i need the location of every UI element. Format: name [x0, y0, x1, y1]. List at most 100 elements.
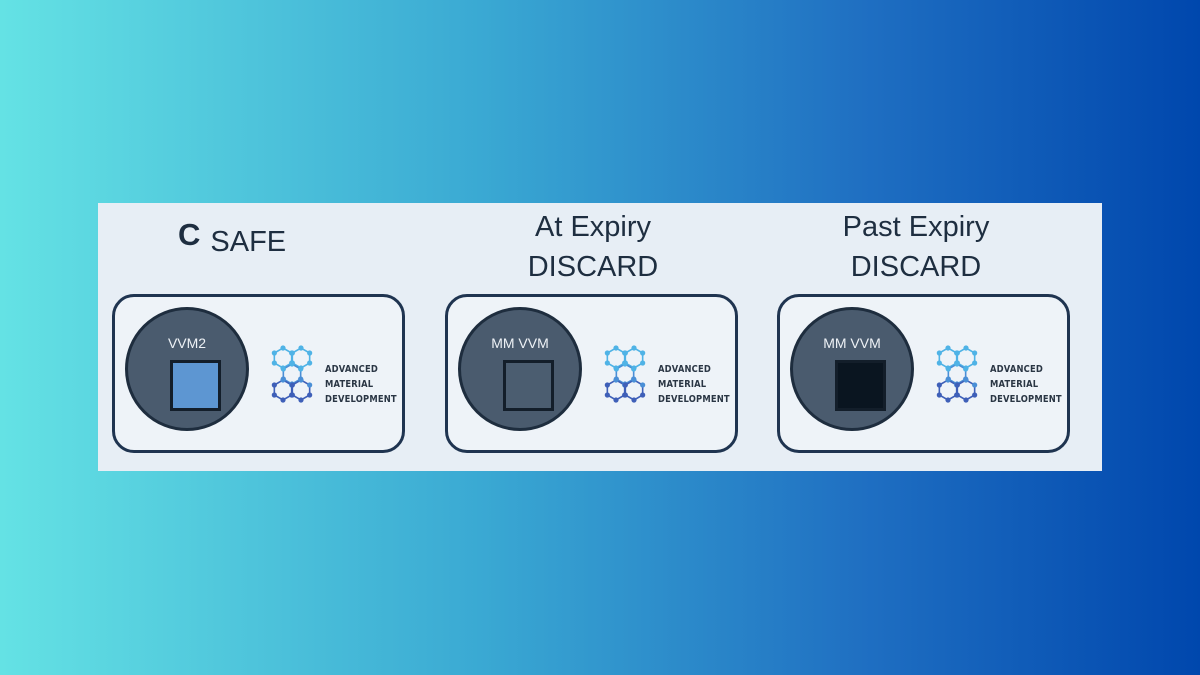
logo-node [298, 377, 304, 383]
logo-node [936, 360, 942, 366]
brand-text: ADVANCED MATERIAL DEVELOPMENT [990, 362, 1062, 407]
at-expiry-label: At Expiry [534, 211, 652, 243]
logo-node [954, 361, 960, 367]
logo-node [613, 345, 619, 351]
logo-hexagon [606, 379, 626, 401]
brand-line-3: DEVELOPMENT [325, 394, 397, 405]
vvm-card-safe: VVM2 ADVANCED MATERIAL DEVELOPMENT [112, 294, 405, 453]
logo-node [954, 392, 960, 398]
vvm-inner-square [503, 360, 554, 411]
logo-node [307, 360, 313, 366]
safe-label: SAFE [210, 226, 287, 258]
brand-line-2: MATERIAL [325, 379, 374, 390]
logo-node [963, 377, 969, 383]
molecule-logo-icon [604, 345, 646, 403]
logo-hexagon [291, 379, 311, 401]
logo-node [613, 397, 619, 403]
logo-node [631, 397, 637, 403]
logo-node [640, 392, 646, 398]
logo-node [298, 345, 304, 351]
logo-node [604, 360, 610, 366]
logo-node [604, 392, 610, 398]
brand-text: ADVANCED MATERIAL DEVELOPMENT [658, 362, 730, 407]
logo-node [604, 382, 610, 388]
logo-node [963, 345, 969, 351]
logo-node [307, 392, 313, 398]
logo-node [963, 366, 969, 372]
logo-node [280, 397, 286, 403]
vvm-card-at-expiry: MM VVM ADVANCED MATERIAL DEVELOPMENT [445, 294, 738, 453]
logo-node [631, 377, 637, 383]
brand-line-3: DEVELOPMENT [658, 394, 730, 405]
brand-line-2: MATERIAL [658, 379, 707, 390]
past-expiry-discard-label: DISCARD [850, 251, 982, 283]
safe-heading: C SAFE [178, 215, 287, 258]
logo-node [289, 392, 295, 398]
logo-node [622, 392, 628, 398]
logo-node [289, 350, 295, 356]
vvm-indicator-circle: MM VVM [790, 307, 914, 431]
vvm-inner-square [835, 360, 886, 411]
logo-node [972, 382, 978, 388]
molecule-logo-icon [271, 345, 313, 403]
logo-node [289, 382, 295, 388]
logo-node [954, 382, 960, 388]
logo-hexagon [938, 379, 958, 401]
logo-node [954, 350, 960, 356]
brand-line-2: MATERIAL [990, 379, 1039, 390]
stage-c-letter: C [178, 217, 201, 252]
at-expiry-heading: At Expiry DISCARD [463, 207, 723, 287]
logo-node [622, 382, 628, 388]
brand-text: ADVANCED MATERIAL DEVELOPMENT [325, 362, 397, 407]
logo-node [289, 361, 295, 367]
brand-line-1: ADVANCED [325, 364, 378, 375]
logo-node [945, 366, 951, 372]
logo-node [613, 377, 619, 383]
vvm-indicator-label: MM VVM [491, 335, 549, 351]
logo-node [945, 377, 951, 383]
logo-node [640, 350, 646, 356]
logo-node [307, 382, 313, 388]
logo-node [280, 377, 286, 383]
logo-node [280, 345, 286, 351]
vvm-card-past-expiry: MM VVM ADVANCED MATERIAL DEVELOPMENT [777, 294, 1070, 453]
at-expiry-discard-label: DISCARD [527, 251, 659, 283]
logo-node [631, 366, 637, 372]
logo-node [963, 397, 969, 403]
logo-node [271, 360, 277, 366]
logo-node [604, 350, 610, 356]
logo-node [280, 366, 286, 372]
logo-node [271, 392, 277, 398]
logo-node [640, 360, 646, 366]
logo-hexagon [273, 379, 293, 401]
brand-line-3: DEVELOPMENT [990, 394, 1062, 405]
logo-node [622, 361, 628, 367]
logo-node [936, 382, 942, 388]
logo-node [945, 397, 951, 403]
logo-node [936, 392, 942, 398]
logo-node [271, 382, 277, 388]
logo-node [271, 350, 277, 356]
logo-node [640, 382, 646, 388]
logo-hexagon [624, 379, 644, 401]
molecule-logo-icon [936, 345, 978, 403]
logo-hexagon [956, 379, 976, 401]
logo-node [972, 360, 978, 366]
past-expiry-label: Past Expiry [842, 211, 990, 243]
brand-line-1: ADVANCED [990, 364, 1043, 375]
logo-node [622, 350, 628, 356]
logo-node [631, 345, 637, 351]
vvm-indicator-label: MM VVM [823, 335, 881, 351]
logo-node [972, 350, 978, 356]
logo-node [298, 397, 304, 403]
brand-line-1: ADVANCED [658, 364, 711, 375]
logo-node [307, 350, 313, 356]
vvm-indicator-label: VVM2 [167, 335, 207, 351]
vvm-stages-panel: C SAFE At Expiry DISCARD Past Expiry DISC… [98, 203, 1102, 471]
logo-node [972, 392, 978, 398]
vvm-indicator-circle: VVM2 [125, 307, 249, 431]
past-expiry-heading: Past Expiry DISCARD [796, 207, 1036, 287]
logo-node [298, 366, 304, 372]
logo-node [613, 366, 619, 372]
vvm-inner-square [170, 360, 221, 411]
